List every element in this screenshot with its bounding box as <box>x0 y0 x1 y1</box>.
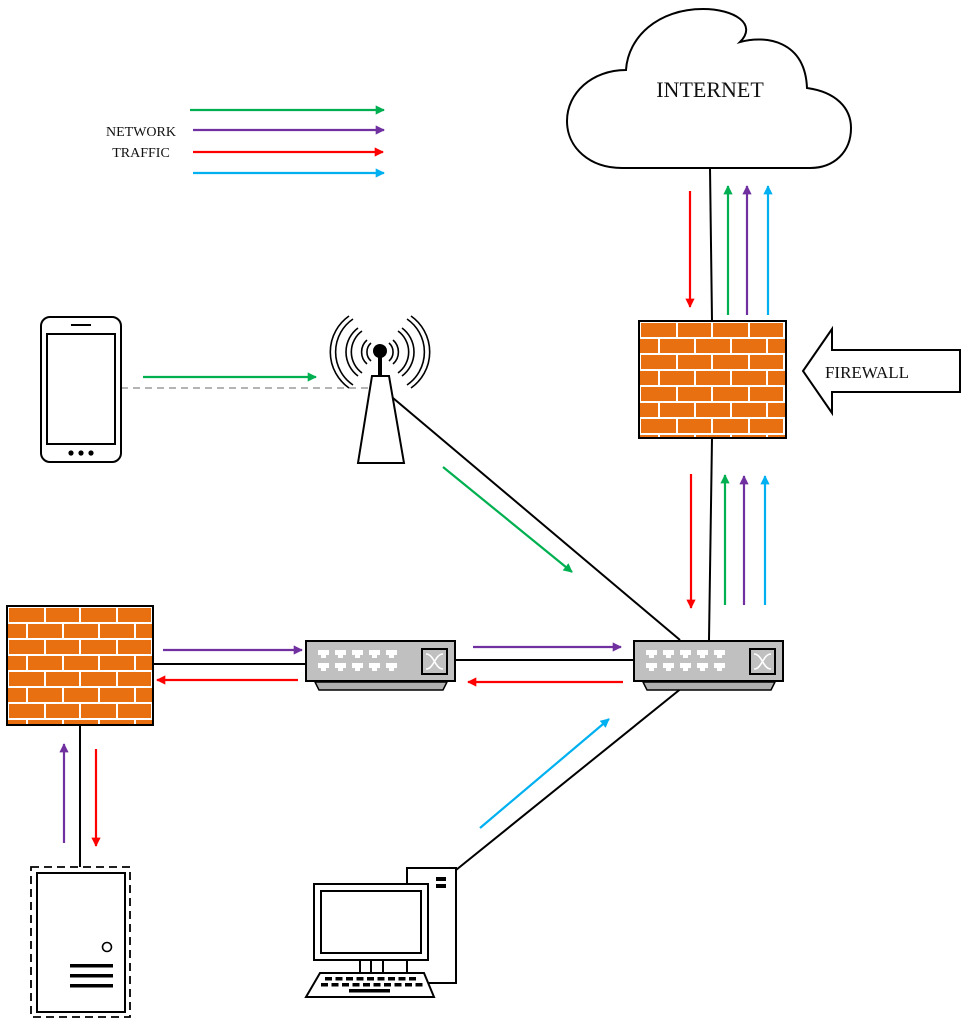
ethernet-port <box>697 650 708 658</box>
phone-button-dot <box>68 450 74 456</box>
ethernet-ports-icon <box>318 650 397 671</box>
ethernet-port <box>335 663 346 671</box>
brick-wall-icon <box>6 605 154 726</box>
keyboard-key <box>373 983 381 987</box>
antenna-mast <box>378 355 382 377</box>
traffic-arrows <box>59 185 773 847</box>
keyboard-key <box>356 977 364 981</box>
server[interactable] <box>30 866 131 1018</box>
crossed-arrows-icon <box>425 653 444 670</box>
ethernet-port <box>663 663 674 671</box>
keyboard-key <box>409 977 416 981</box>
internet-label: INTERNET <box>656 77 764 102</box>
firewall-callout-label: FIREWALL <box>825 363 909 382</box>
keyboard-key <box>394 983 402 987</box>
keyboard-key <box>335 977 343 981</box>
legend-label-line2: TRAFFIC <box>112 146 170 161</box>
core-switch[interactable] <box>633 640 784 691</box>
radio-waves-icon <box>329 315 431 389</box>
ethernet-port <box>386 650 397 658</box>
switch-base <box>313 681 449 691</box>
antenna-tip <box>373 344 387 358</box>
ethernet-port <box>714 650 725 658</box>
ethernet-port <box>386 663 397 671</box>
keyboard-key <box>331 983 339 987</box>
internet-cloud[interactable]: INTERNET <box>565 7 853 169</box>
keyboard-key <box>321 983 328 987</box>
desktop-computer[interactable] <box>304 867 457 998</box>
keyboard-key <box>367 977 374 981</box>
cables <box>79 167 713 871</box>
ethernet-port <box>680 663 691 671</box>
wireless-access-point[interactable] <box>329 315 431 464</box>
keyboard-key <box>346 977 353 981</box>
pc-monitor-screen <box>320 890 422 954</box>
flow-arrow-green <box>442 466 573 573</box>
server-vent <box>70 974 113 978</box>
crossed-arrows-icon <box>753 653 772 670</box>
keyboard-key <box>352 983 360 987</box>
ethernet-port <box>318 650 329 658</box>
smartphone[interactable] <box>40 316 122 463</box>
keyboard-key <box>388 977 395 981</box>
ethernet-port <box>680 650 691 658</box>
pc-drive-slot <box>436 884 446 888</box>
flow-arrow-blue <box>479 718 610 829</box>
keyboard-key <box>405 983 412 987</box>
ethernet-port <box>369 650 380 658</box>
ethernet-port <box>714 663 725 671</box>
keyboard-key <box>415 983 423 987</box>
keyboard-spacebar <box>349 989 390 993</box>
ethernet-port <box>697 663 708 671</box>
switch-base <box>641 681 777 691</box>
phone-button-dot <box>88 450 94 456</box>
left-arrow-callout-icon <box>801 325 961 417</box>
ethernet-port <box>646 650 657 658</box>
legend-label-line1: NETWORK <box>106 125 176 140</box>
phone-button-dot <box>78 450 84 456</box>
ethernet-port <box>352 650 363 658</box>
ethernet-port <box>335 650 346 658</box>
server-dashed-boundary <box>30 866 131 1018</box>
server-vent <box>70 964 113 968</box>
keyboard-key <box>377 977 385 981</box>
keyboard-keys <box>321 977 423 993</box>
ethernet-port <box>369 663 380 671</box>
antenna-tower <box>356 375 406 464</box>
keyboard-key <box>398 977 406 981</box>
firewall-callout: FIREWALL <box>801 325 961 417</box>
pc-drive-slot <box>436 877 446 881</box>
cable-firewall-core-switch <box>708 437 713 641</box>
legend: NETWORK TRAFFIC <box>106 105 385 178</box>
cable-core-switch-pc <box>455 682 689 871</box>
server-vent <box>70 984 113 988</box>
keyboard-key <box>363 983 370 987</box>
keyboard-key <box>325 977 332 981</box>
ethernet-port <box>352 663 363 671</box>
ethernet-port <box>663 650 674 658</box>
ethernet-port <box>318 663 329 671</box>
brick-wall-icon <box>638 320 787 439</box>
cable-internet-firewall <box>709 167 713 322</box>
keyboard-key <box>342 983 349 987</box>
server-cabinet <box>36 872 126 1013</box>
keyboard-key <box>384 983 391 987</box>
ethernet-port <box>646 663 657 671</box>
perimeter-firewall[interactable] <box>638 320 787 439</box>
server-power-led <box>101 941 113 953</box>
cloud-icon <box>565 7 853 169</box>
phone-screen <box>46 333 116 445</box>
cable-ap-core-switch <box>392 397 681 641</box>
access-switch[interactable] <box>305 640 456 691</box>
ethernet-ports-icon <box>646 650 725 671</box>
internal-firewall[interactable] <box>6 605 154 726</box>
